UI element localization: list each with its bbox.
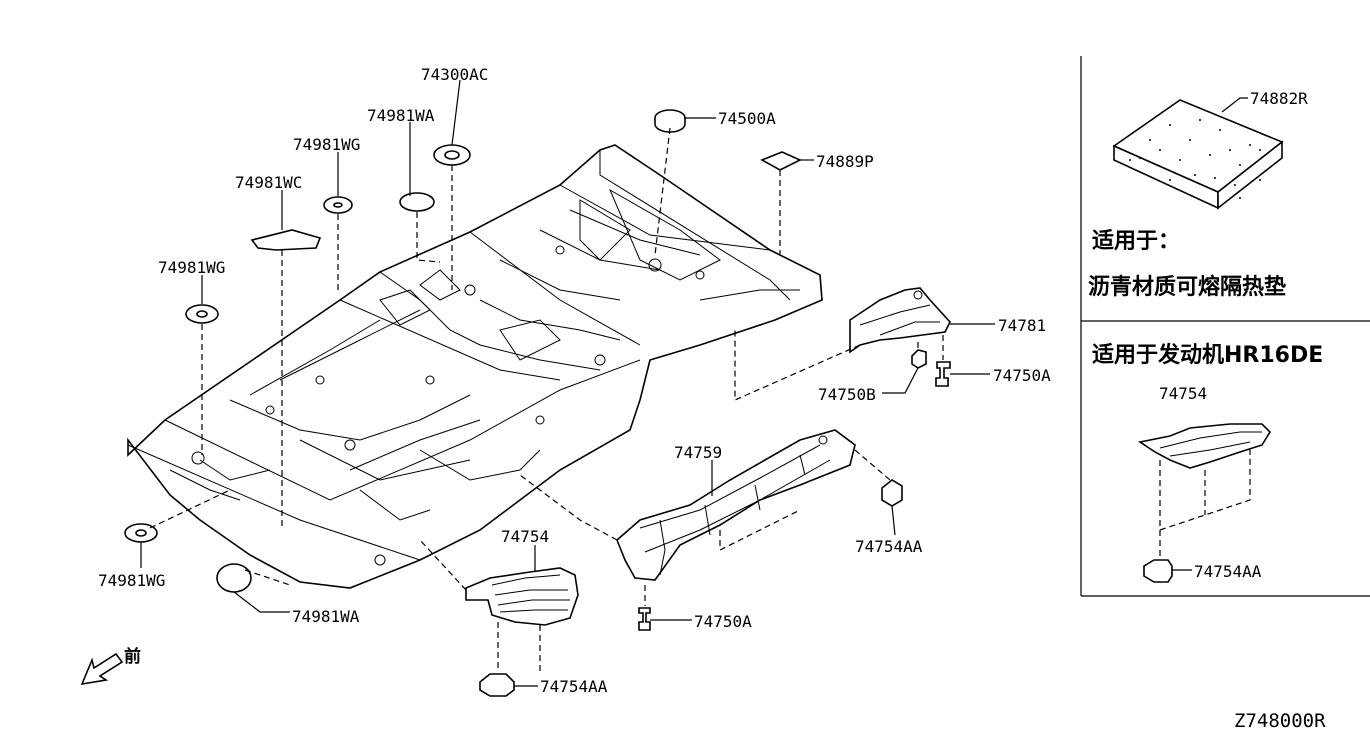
insulator-74754-hr16de (1137, 423, 1272, 562)
plug-74981wg-mid (185, 304, 219, 324)
label-74882r: 74882R (1250, 89, 1308, 108)
clip-74750b (911, 349, 927, 369)
clip-74754aa-mid (881, 479, 903, 507)
pad-74889p (760, 151, 802, 171)
plug-74981wg-top (323, 196, 353, 214)
front-arrow-icon (80, 652, 124, 686)
plug-74981wc (250, 229, 322, 251)
label-74981wa-top: 74981WA (367, 106, 435, 125)
label-74981wg-low: 74981WG (98, 571, 165, 590)
label-74759: 74759 (674, 443, 722, 462)
insulator-74781 (849, 287, 951, 354)
clip-74754aa-box (1143, 559, 1173, 583)
note-asphalt-pad: 沥青材质可熔隔热垫 (1088, 274, 1286, 300)
label-74500a: 74500A (718, 109, 776, 128)
label-74781: 74781 (998, 316, 1046, 335)
bolt-74750a-right (935, 361, 951, 387)
label-74981wa-low: 74981WA (292, 607, 360, 626)
plug-74981wg-low (124, 523, 158, 543)
label-74754aa-low: 74754AA (540, 677, 608, 696)
label-74300ac: 74300AC (421, 65, 488, 84)
asphalt-pad-74882r (1112, 99, 1284, 210)
label-74754: 74754 (501, 527, 549, 546)
floor-panel (127, 144, 823, 589)
plug-74981wa-low (216, 563, 252, 593)
label-74981wg-top: 74981WG (293, 135, 360, 154)
note-applies-to: 适用于： (1092, 229, 1180, 254)
bolt-74750a-low (638, 607, 651, 631)
label-74981wc: 74981WC (235, 173, 302, 192)
clip-74754aa-low (479, 673, 515, 697)
insulator-74754 (465, 567, 579, 626)
label-74889p: 74889P (816, 152, 874, 171)
diagram-id: Z748000R (1234, 710, 1326, 732)
note-engine-hr16de: 适用于发动机HR16DE (1092, 342, 1323, 368)
note-front: 前 (124, 646, 141, 667)
side-panel-frame (1080, 56, 1370, 597)
label-74750a-low: 74750A (694, 612, 752, 631)
plug-74981wa-top (399, 192, 435, 212)
insulator-74759 (616, 429, 856, 581)
grommet-74300ac (433, 144, 471, 166)
label-74750b: 74750B (818, 385, 876, 404)
label-74754aa-box: 74754AA (1194, 562, 1262, 581)
label-74754-box: 74754 (1159, 384, 1207, 403)
label-74981wg-mid: 74981WG (158, 258, 225, 277)
label-74754aa-mid: 74754AA (855, 537, 923, 556)
label-74750a-right: 74750A (993, 366, 1051, 385)
leader-lines (140, 79, 1248, 687)
